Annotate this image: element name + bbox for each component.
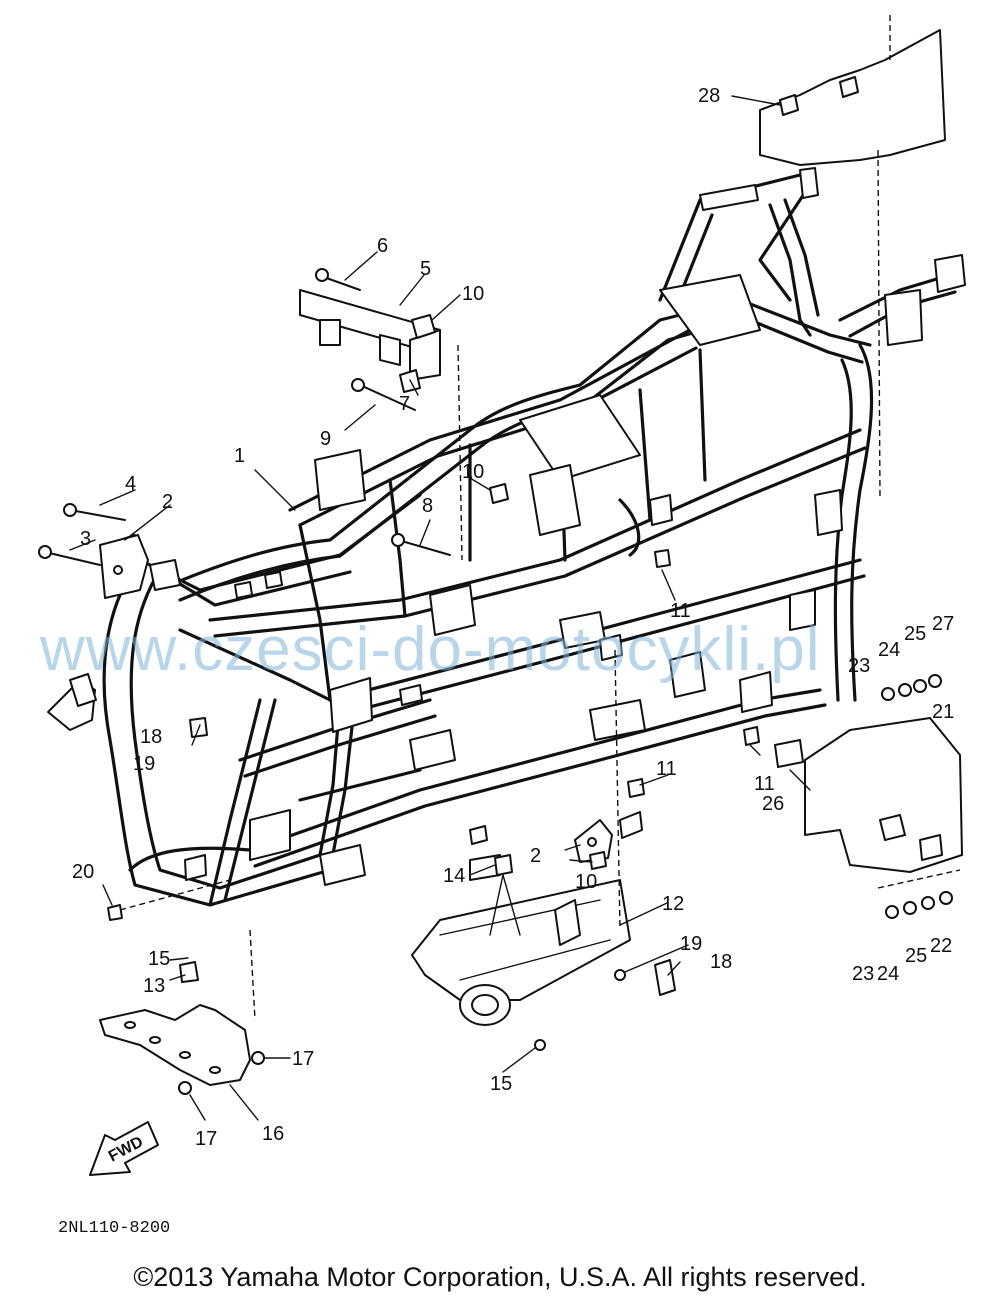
callout-label: 13 xyxy=(143,975,165,997)
callout-label: 8 xyxy=(422,495,433,517)
callout-label: 17 xyxy=(195,1128,217,1150)
callout-label: 11 xyxy=(754,773,775,795)
copyright-notice: ©2013 Yamaha Motor Corporation, U.S.A. A… xyxy=(133,1262,867,1292)
callout-label: 25 xyxy=(904,623,926,645)
callout-labels: 2865107911084231127252423211111261819210… xyxy=(72,85,954,1150)
callout-label: 21 xyxy=(932,701,954,723)
callout-label: 24 xyxy=(877,963,899,985)
callout-label: 9 xyxy=(320,428,331,450)
callout-label: 3 xyxy=(80,528,91,550)
watermark: www.czesci-do-motocykli.pl xyxy=(39,615,821,684)
callout-label: 7 xyxy=(399,393,410,415)
callout-label: 26 xyxy=(762,793,784,815)
callout-label: 23 xyxy=(852,963,874,985)
callout-label: 5 xyxy=(420,258,431,280)
callout-label: 18 xyxy=(710,951,732,973)
callout-label: 2 xyxy=(530,845,541,867)
callout-label: 10 xyxy=(462,461,484,483)
callout-label: 24 xyxy=(878,639,900,661)
callout-label: 10 xyxy=(575,871,597,893)
callout-label: 14 xyxy=(443,865,465,887)
callout-label: 23 xyxy=(848,655,870,677)
callout-label: 19 xyxy=(133,753,155,775)
callout-label: 11 xyxy=(656,758,677,780)
callout-label: 27 xyxy=(932,613,954,635)
callout-label: 11 xyxy=(670,600,691,622)
callout-label: 15 xyxy=(490,1073,512,1095)
callout-label: 20 xyxy=(72,861,94,883)
callout-leaders xyxy=(69,95,811,1121)
frame-drawing xyxy=(38,15,966,1095)
callout-label: 10 xyxy=(462,283,484,305)
callout-label: 1 xyxy=(234,445,245,467)
callout-label: 22 xyxy=(930,935,952,957)
callout-label: 15 xyxy=(148,948,170,970)
callout-label: 17 xyxy=(292,1048,314,1070)
callout-label: 6 xyxy=(377,235,388,257)
callout-label: 19 xyxy=(680,933,702,955)
callout-label: 2 xyxy=(162,491,173,513)
callout-label: 18 xyxy=(140,726,162,748)
callout-label: 28 xyxy=(698,85,720,107)
callout-label: 25 xyxy=(905,945,927,967)
diagram-code: 2NL110-8200 xyxy=(58,1219,170,1238)
fwd-arrow-icon: FWD xyxy=(89,1121,159,1176)
callout-label: 12 xyxy=(662,893,684,915)
callout-label: 4 xyxy=(125,473,136,495)
callout-label: 16 xyxy=(262,1123,284,1145)
